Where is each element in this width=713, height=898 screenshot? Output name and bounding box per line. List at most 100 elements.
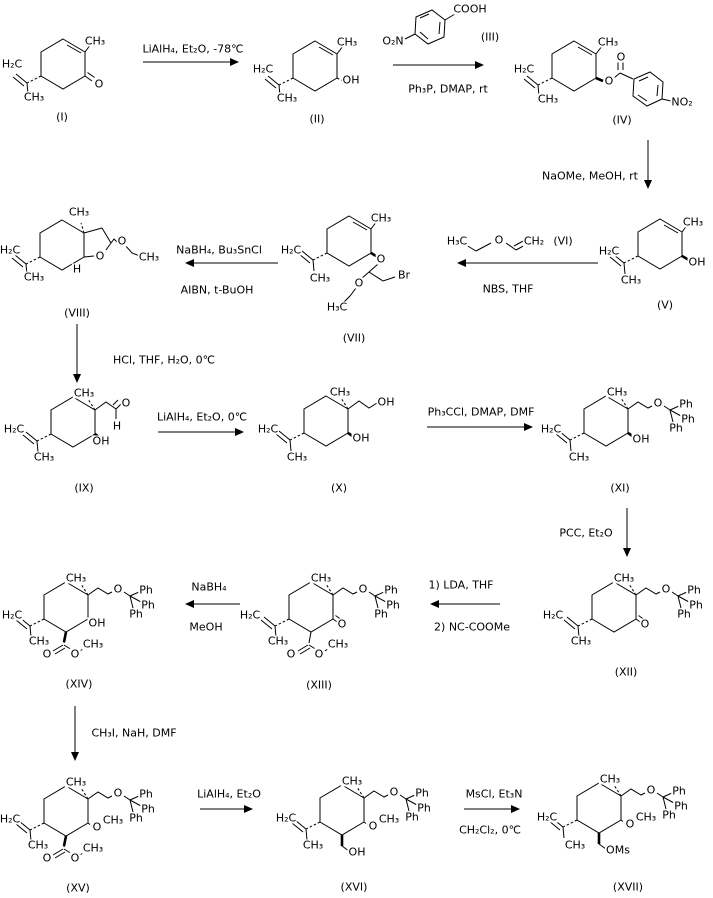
atom-label: CH₃ bbox=[377, 812, 401, 826]
reagent-label-step-11: MeOH bbox=[188, 620, 224, 634]
compound-caption-XVI: (XVI) bbox=[340, 880, 368, 894]
atom-label: Ph bbox=[661, 808, 677, 822]
reagent-label-step-11: NaBH₄ bbox=[190, 580, 228, 594]
atom-label: CH₃ bbox=[567, 450, 591, 464]
atom-label: CH₃ bbox=[32, 450, 56, 464]
atom-label: Ph bbox=[128, 811, 144, 825]
atom-label: Ph bbox=[668, 421, 684, 435]
atom-label: O bbox=[69, 647, 81, 661]
atom-label: CH₃ bbox=[26, 838, 50, 852]
atom-label: CH₃ bbox=[275, 91, 299, 105]
atom-label: Ph bbox=[383, 583, 399, 597]
reagent-label-step-14: CH₂Cl₂, 0℃ bbox=[458, 823, 522, 837]
atom-label: CH₃ bbox=[67, 205, 91, 219]
atom-label: OH bbox=[87, 616, 107, 630]
atom-label: CH₃ bbox=[309, 571, 333, 585]
atom-label: H₂C bbox=[279, 243, 303, 257]
atom-label: H₂C bbox=[0, 608, 24, 622]
compound-caption-VI: (VI) bbox=[553, 234, 573, 248]
atom-label: H₂C bbox=[238, 608, 262, 622]
reagent-label-step-7: LiAlH₄, Et₂O, 0℃ bbox=[155, 410, 249, 424]
compound-caption-XII: (XII) bbox=[614, 665, 638, 679]
compound-caption-IV: (IV) bbox=[612, 113, 632, 127]
structure-I bbox=[12, 38, 95, 95]
atom-label: CH₃ bbox=[137, 250, 161, 264]
atom-label: O₂N bbox=[381, 34, 405, 48]
reaction-arrows bbox=[71, 58, 652, 813]
compound-caption-XIV: (XIV) bbox=[65, 677, 93, 691]
atom-label: O bbox=[69, 851, 81, 865]
atom-label: CH₃ bbox=[301, 838, 325, 852]
atom-label: O bbox=[375, 252, 387, 266]
structure-XV bbox=[15, 785, 142, 859]
atom-label: Ph bbox=[680, 412, 696, 426]
atom-label: O bbox=[353, 276, 365, 290]
reagent-label-step-8: Ph₃CCl, DMAP, DMF bbox=[426, 405, 536, 419]
reagent-label-step-6: HCl, THF, H₂O, 0℃ bbox=[112, 353, 216, 367]
atom-label: H₂C bbox=[2, 422, 26, 436]
reagent-label-step-1: LiAlH₄, Et₂O, -78℃ bbox=[141, 42, 245, 56]
atom-label: CH₃ bbox=[596, 35, 620, 49]
atom-label: CH₂ bbox=[522, 234, 546, 248]
atom-label: H₂C bbox=[0, 243, 22, 257]
atom-label: CH₃ bbox=[569, 634, 593, 648]
structure-IV bbox=[523, 40, 672, 107]
structure-III bbox=[404, 9, 456, 45]
atom-label: O bbox=[615, 50, 627, 64]
atom-label: O bbox=[652, 396, 664, 410]
atom-label: CH₃ bbox=[681, 215, 705, 229]
atom-label: CH₃ bbox=[83, 34, 107, 48]
atom-label: H₂C bbox=[597, 244, 621, 258]
atom-label: OH bbox=[351, 431, 371, 445]
structure-VI bbox=[465, 239, 528, 252]
atom-label: O bbox=[388, 785, 400, 799]
atom-label: H₂C bbox=[535, 810, 559, 824]
reagent-label-step-2: Ph₃P, DMAP, rt bbox=[407, 82, 489, 96]
atom-label: CH₃ bbox=[598, 772, 622, 786]
atom-label: OH bbox=[687, 255, 707, 269]
compound-caption-XV: (XV) bbox=[66, 881, 90, 895]
structure-VII bbox=[298, 215, 396, 303]
atom-label: CH₃ bbox=[64, 775, 88, 789]
atom-label: O bbox=[112, 786, 124, 800]
atom-label: O bbox=[624, 817, 636, 831]
compound-caption-XI: (XI) bbox=[610, 481, 630, 495]
atom-label: CH₃ bbox=[81, 841, 105, 855]
atom-label: Ph bbox=[671, 784, 687, 798]
structure-II bbox=[264, 40, 346, 97]
atom-label: Ph bbox=[414, 786, 430, 800]
atom-label: CH₃ bbox=[308, 271, 332, 285]
compound-caption-XVII: (XVII) bbox=[612, 880, 644, 894]
atom-label: OH bbox=[631, 432, 651, 446]
atom-label: O bbox=[313, 647, 325, 661]
atom-label: CH₃ bbox=[266, 634, 290, 648]
structure-XVII bbox=[548, 782, 675, 850]
atom-label: O bbox=[493, 233, 505, 247]
atom-label: OH bbox=[376, 395, 396, 409]
reagent-label-step-14: MsCl, Et₃N bbox=[464, 787, 524, 801]
reagent-label-step-4: NBS, THF bbox=[481, 282, 535, 296]
atom-label: O bbox=[660, 582, 672, 596]
atom-label: Ph bbox=[686, 583, 702, 597]
compound-caption-I: (I) bbox=[56, 110, 68, 124]
atom-label: H₂C bbox=[274, 811, 298, 825]
atom-label: Ph bbox=[138, 583, 154, 597]
atom-label: CH₃ bbox=[335, 35, 359, 49]
atom-label: H₂C bbox=[251, 62, 275, 76]
atom-label: Ph bbox=[404, 810, 420, 824]
reagent-label-step-10: 1) LDA, THF bbox=[427, 578, 495, 592]
compound-caption-VIII: (VIII) bbox=[64, 306, 90, 320]
reagent-label-step-12: CH₃I, NaH, DMF bbox=[90, 726, 178, 740]
atom-label: OH bbox=[341, 73, 361, 87]
atom-label: OMs bbox=[605, 843, 631, 857]
atom-label: CH₃ bbox=[72, 386, 96, 400]
atom-label: CH₃ bbox=[64, 571, 88, 585]
atom-label: Ph bbox=[373, 607, 389, 621]
compound-caption-XIII: (XIII) bbox=[306, 678, 332, 692]
compound-caption-II: (II) bbox=[309, 112, 325, 126]
atom-label: O bbox=[116, 234, 128, 248]
atom-label: Ph bbox=[688, 598, 704, 612]
compound-caption-VII: (VII) bbox=[342, 331, 366, 345]
